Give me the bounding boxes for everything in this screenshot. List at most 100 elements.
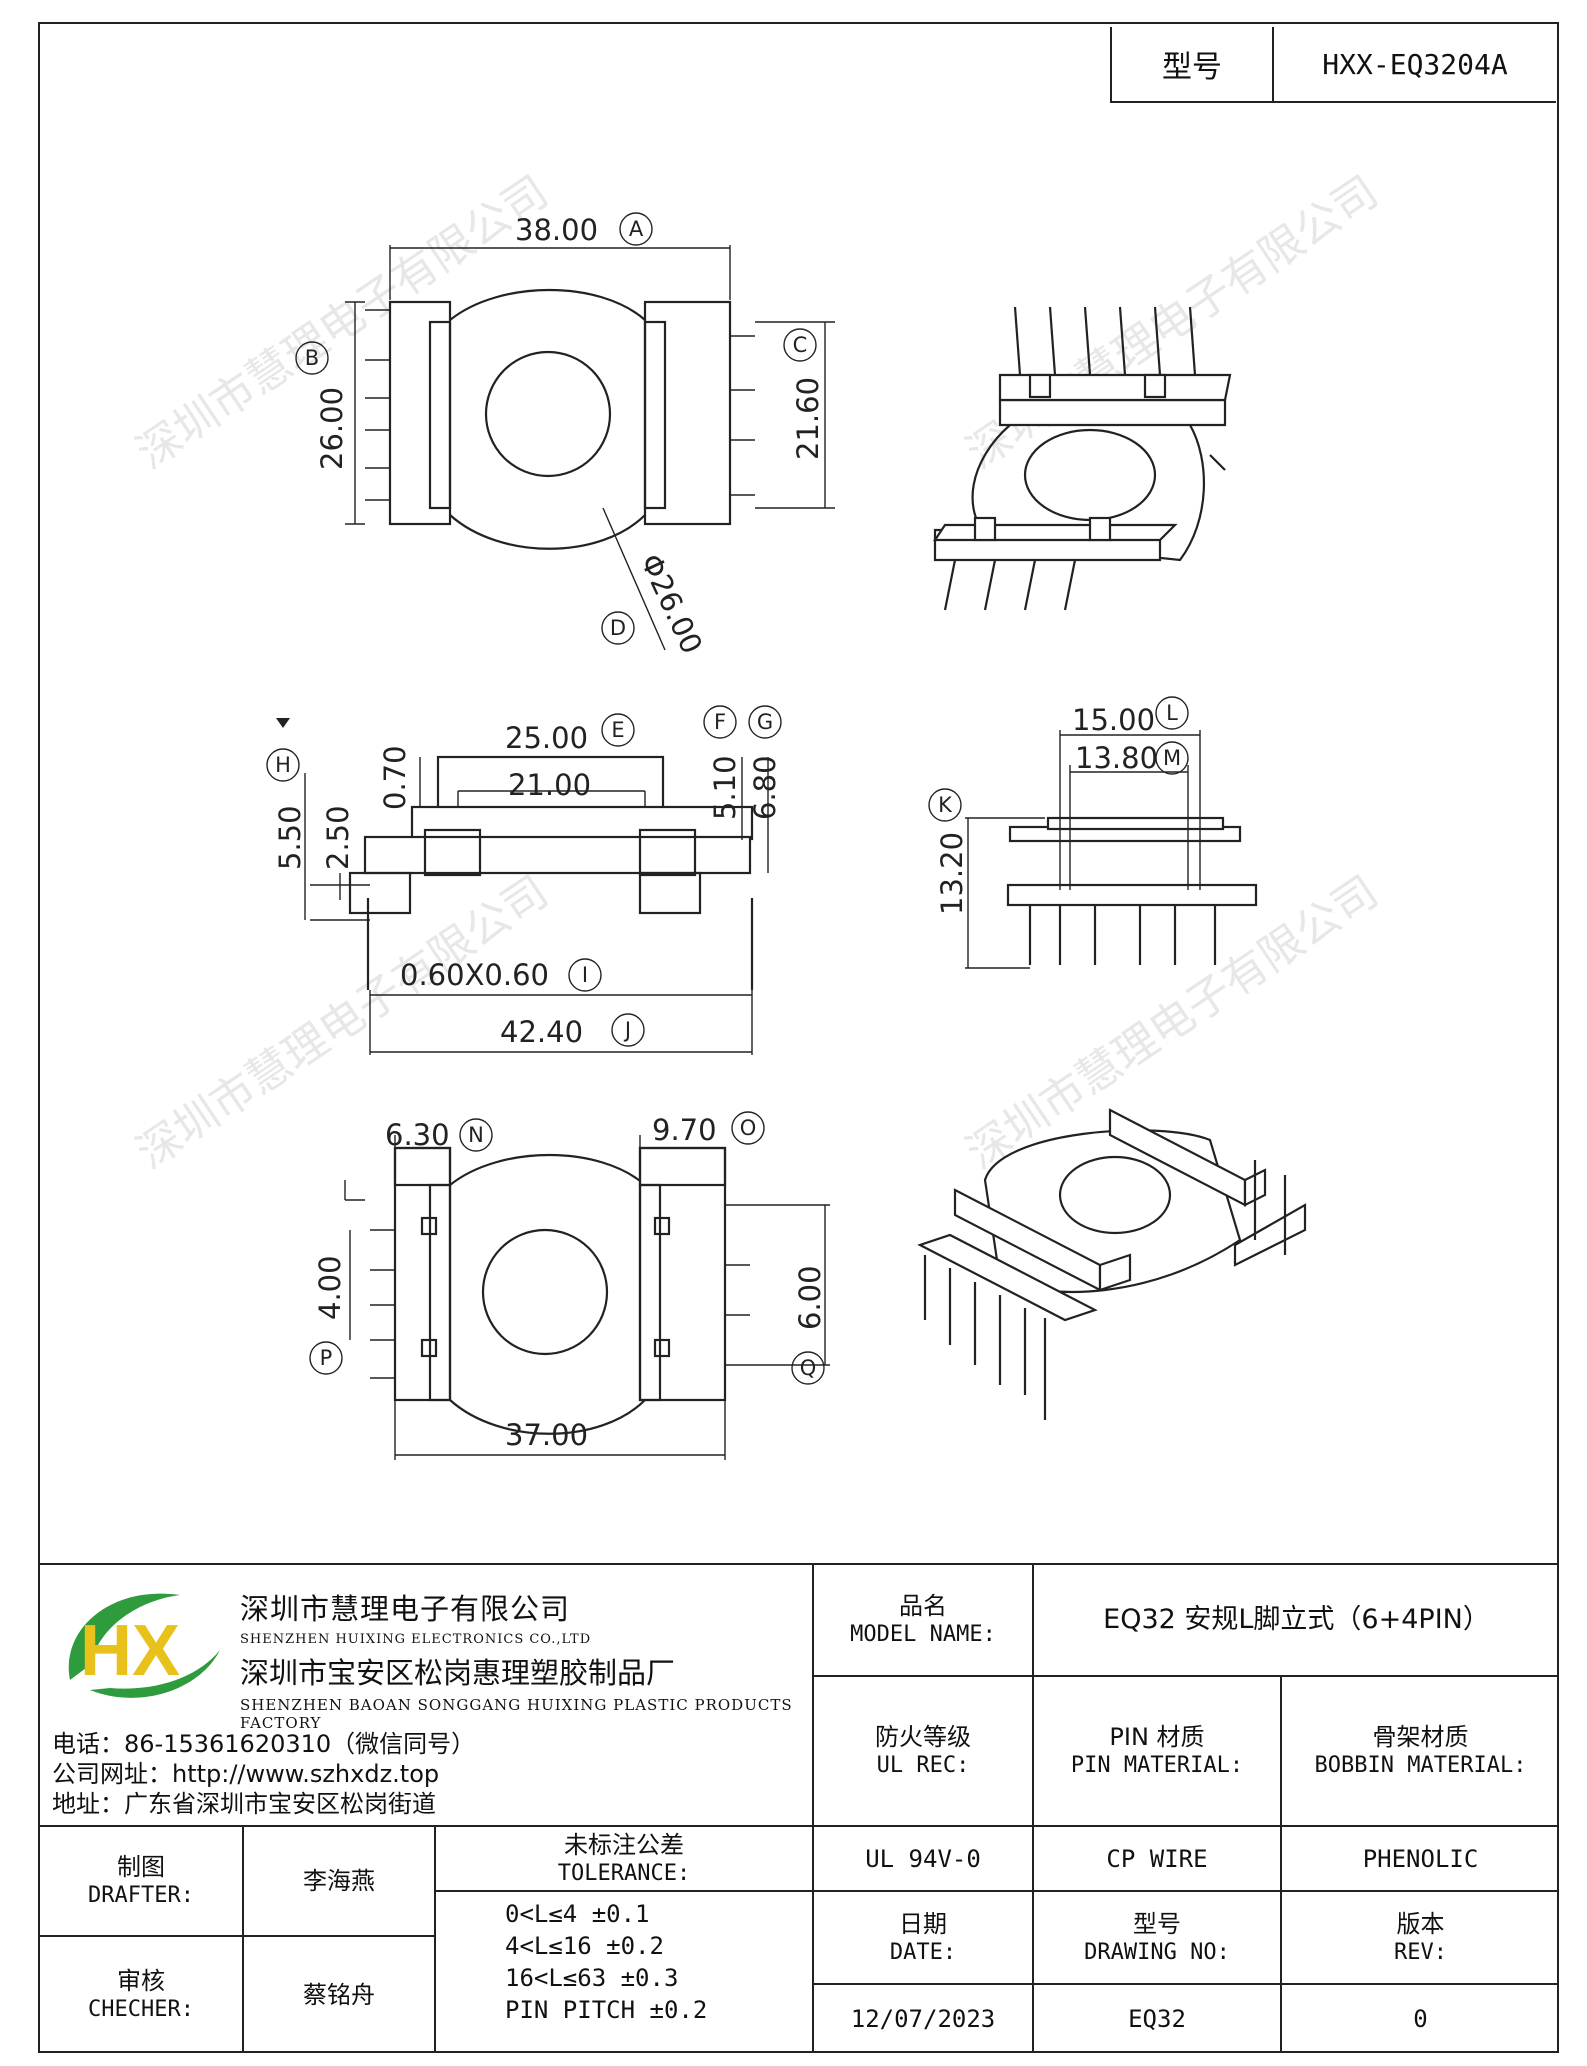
checker-en: CHECHER: (88, 1997, 194, 2023)
tolerance-label: 未标注公差 TOLERANCE: (436, 1827, 812, 1890)
dim-h-2-50: 2.50 (321, 805, 355, 870)
svg-text:M: M (1163, 746, 1181, 770)
circle-c: C (783, 328, 817, 362)
svg-text:D: D (610, 616, 626, 640)
dim-h-0-70: 0.70 (378, 745, 412, 810)
svg-text:P: P (320, 1346, 333, 1370)
svg-text:J: J (623, 1018, 631, 1042)
svg-text:Q: Q (800, 1356, 817, 1380)
checker-cn: 审核 (117, 1967, 165, 1996)
tolerance-line-1: 0<L≤4 ±0.1 (505, 1900, 650, 1928)
svg-text:L: L (1166, 701, 1178, 725)
dim-g: 6.80 (748, 755, 782, 820)
dim-o: 9.70 (652, 1113, 717, 1147)
svg-text:E: E (611, 718, 624, 742)
drawing-no-label: 型号 DRAWING NO: (1034, 1892, 1280, 1983)
dim-p: 4.00 (313, 1255, 347, 1320)
dim-37: 37.00 (505, 1418, 588, 1452)
company-website[interactable]: 公司网址：http://www.szhxdz.top (52, 1760, 440, 1788)
bobbin-material-en: BOBBIN MATERIAL: (1314, 1753, 1527, 1779)
circle-h: H (266, 748, 300, 782)
svg-text:O: O (740, 1116, 757, 1140)
factory-name-en: SHENZHEN BAOAN SONGGANG HUIXING PLASTIC … (240, 1696, 793, 1732)
model-name-en: MODEL NAME: (850, 1622, 996, 1648)
top-view (345, 245, 835, 651)
side-view (965, 730, 1258, 969)
svg-text:B: B (305, 346, 319, 370)
checker-label: 审核 CHECHER: (40, 1937, 242, 2053)
circle-o: O (731, 1111, 765, 1145)
line-material-row (38, 1825, 1559, 1827)
dim-i: 0.60X0.60 (400, 958, 549, 992)
circle-q: Q (791, 1351, 825, 1385)
drafter-en: DRAFTER: (88, 1883, 194, 1909)
circle-j: J (611, 1013, 645, 1047)
line-drafter-col (242, 1825, 244, 2053)
front-view (304, 755, 769, 1055)
tolerance-en: TOLERANCE: (557, 1860, 691, 1886)
drawing-frame (38, 22, 1559, 2053)
dim-k: 13.20 (935, 832, 969, 915)
iso-view-bottom (917, 1108, 1307, 1420)
svg-text:K: K (938, 793, 953, 817)
technical-drawing: .ln { stroke:#222; stroke-width:2.2; fil… (128, 166, 1388, 1460)
dim-f: 5.10 (708, 755, 742, 820)
bottom-view (344, 1135, 830, 1460)
pin-material-cn: PIN 材质 (1109, 1723, 1205, 1752)
dim-j: 42.40 (500, 1015, 583, 1049)
rev-label: 版本 REV: (1282, 1892, 1559, 1983)
rev-cn: 版本 (1396, 1909, 1445, 1938)
watermark-2: 深圳市慧理电子有限公司 (958, 166, 1388, 479)
dim-b: 26.00 (315, 387, 349, 470)
tolerance-line-2: 4<L≤16 ±0.2 (505, 1932, 664, 1960)
ul-rec-label: 防火等级 UL REC: (814, 1677, 1032, 1825)
date-label: 日期 DATE: (814, 1892, 1032, 1983)
model-name-value: EQ32 安规L脚立式（6+4PIN） (1103, 1604, 1490, 1636)
model-name-cn: 品名 (899, 1592, 947, 1621)
dim-q: 6.00 (793, 1265, 827, 1330)
svg-text:H: H (275, 753, 291, 777)
circle-b: B (295, 341, 329, 375)
dim-m: 13.80 (1075, 741, 1158, 775)
date-cn: 日期 (899, 1909, 947, 1938)
company-info: HX 深圳市慧理电子有限公司 SHENZHEN HUIXING ELECTRON… (44, 1566, 809, 1828)
circle-p: P (309, 1341, 343, 1375)
circle-e: E (601, 713, 635, 747)
drawing-no-cn: 型号 (1133, 1909, 1181, 1938)
circle-d: D (601, 611, 635, 645)
ul-rec-en: UL REC: (876, 1753, 970, 1779)
ul-rec-cn: 防火等级 (875, 1723, 971, 1752)
company-name-en: SHENZHEN HUIXING ELECTRONICS CO.,LTD (240, 1632, 592, 1647)
checker-name: 蔡铭舟 (303, 1981, 375, 2009)
pin-material-label: PIN 材质 PIN MATERIAL: (1034, 1677, 1280, 1825)
pin-material-value: CP WIRE (1106, 1844, 1208, 1873)
company-logo: HX (68, 1593, 220, 1698)
tolerance-line-3: 16<L≤63 ±0.3 (505, 1964, 679, 1992)
model-name-label: 品名 MODEL NAME: (814, 1565, 1032, 1675)
line-name-col (434, 1825, 436, 2053)
line-pin-col (1280, 1675, 1282, 2053)
dim-l: 15.00 (1072, 703, 1155, 737)
tolerance-cn: 未标注公差 (564, 1830, 684, 1859)
drafter-label: 制图 DRAFTER: (40, 1827, 242, 1935)
pin-material-en: PIN MATERIAL: (1070, 1753, 1244, 1779)
circle-n: N (459, 1118, 493, 1152)
model-value: HXX-EQ3204A (1322, 47, 1508, 81)
line-model-name (812, 1675, 1559, 1677)
model-label: 型号 (1112, 27, 1274, 101)
drawing-no-en: DRAWING NO: (1084, 1939, 1230, 1965)
line-drafter-row (38, 1935, 434, 1937)
bobbin-material-cn: 骨架材质 (1372, 1723, 1469, 1752)
company-name-cn: 深圳市慧理电子有限公司 (240, 1592, 571, 1626)
circle-k: K (928, 788, 962, 822)
rev-en: REV: (1394, 1939, 1447, 1965)
drafter-cn: 制图 (117, 1853, 165, 1882)
dim-c: 21.60 (791, 377, 825, 460)
watermark-3: 深圳市慧理电子有限公司 (128, 866, 558, 1179)
circle-l: L (1155, 696, 1189, 730)
company-address: 地址：广东省深圳市宝安区松岗街道 (52, 1790, 436, 1818)
dim-n: 6.30 (385, 1118, 450, 1152)
svg-text:C: C (793, 333, 808, 357)
circle-g: G (748, 705, 782, 739)
down-arrow-icon (276, 718, 290, 728)
